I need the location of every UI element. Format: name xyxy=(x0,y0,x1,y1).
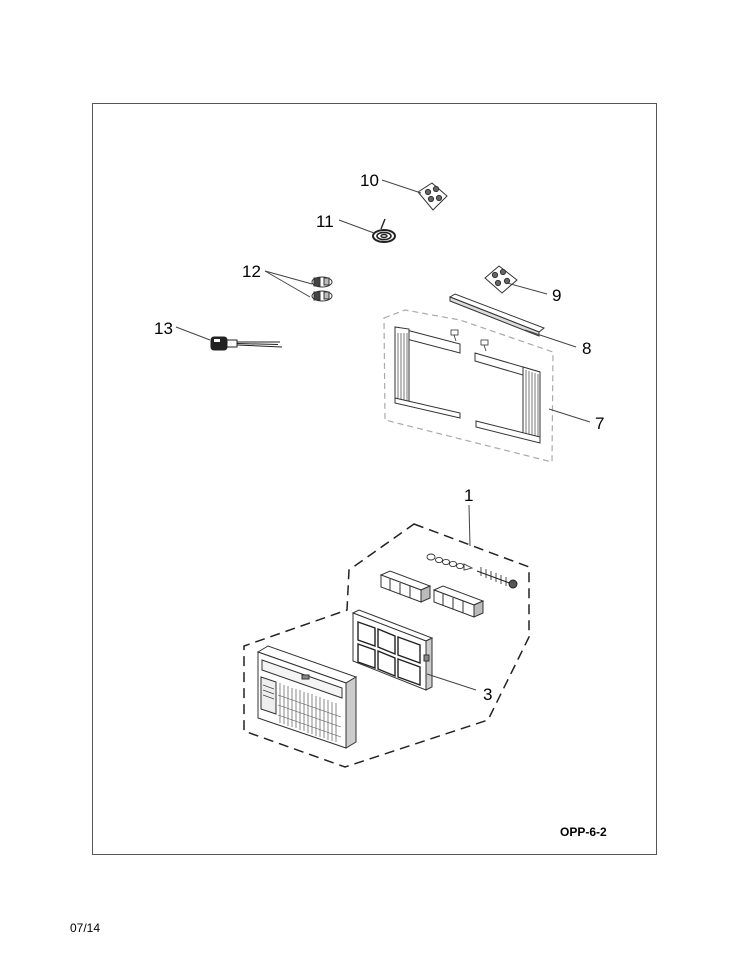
part-8-top-rail xyxy=(448,293,545,337)
diagram-frame xyxy=(92,103,657,855)
part-13-power-cord xyxy=(210,336,283,351)
callout-12: 12 xyxy=(242,262,261,281)
part-3-filter xyxy=(351,609,434,691)
part-7-curtain-kit xyxy=(383,309,554,463)
leader-lines xyxy=(175,179,591,691)
callout-7: 7 xyxy=(595,414,604,433)
callout-11: 11 xyxy=(316,212,334,231)
part-11-coil xyxy=(372,218,396,243)
callout-8: 8 xyxy=(582,339,591,358)
callout-13: 13 xyxy=(154,319,173,338)
callout-9: 9 xyxy=(552,286,561,305)
callout-10: 10 xyxy=(360,171,379,190)
revision-date: 07/14 xyxy=(70,921,101,935)
part-10-bracket xyxy=(417,182,448,211)
diagram-code: OPP-6-2 xyxy=(560,825,607,839)
callout-1: 1 xyxy=(464,486,473,505)
part-12-clips xyxy=(311,276,333,302)
part-9-bracket xyxy=(484,265,518,294)
part-1-accessory-kit xyxy=(243,523,530,768)
front-panel-grille xyxy=(256,645,358,749)
callout-3: 3 xyxy=(483,685,492,704)
